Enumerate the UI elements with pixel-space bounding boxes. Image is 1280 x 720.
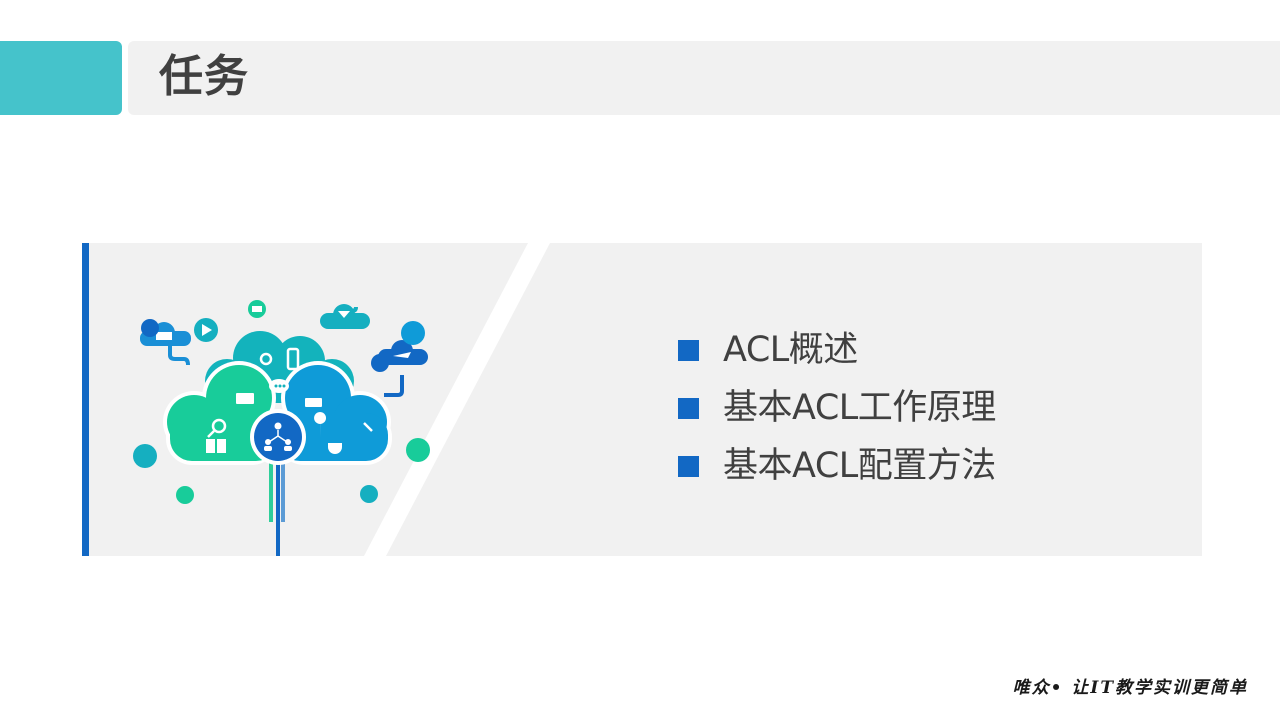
content-panel: ACL概述 基本ACL工作原理 基本ACL配置方法 <box>82 243 1202 556</box>
bullet-square-icon <box>678 455 699 477</box>
task-list: ACL概述 基本ACL工作原理 基本ACL配置方法 <box>678 321 996 495</box>
camera-icon <box>133 444 157 468</box>
location-pin-icon <box>314 412 327 438</box>
gear-icon <box>259 352 273 366</box>
task-list-item: 基本ACL工作原理 <box>678 379 996 437</box>
header-title-bar: 任务 <box>128 41 1280 115</box>
globe-icon <box>176 486 194 504</box>
book-icon <box>206 439 215 453</box>
task-label: 基本ACL配置方法 <box>723 446 996 486</box>
panel-left-accent-bar <box>82 243 89 556</box>
music-note-icon <box>401 321 425 345</box>
network-people-icon <box>254 413 302 461</box>
cutlery-icon <box>360 485 378 503</box>
task-list-item: 基本ACL配置方法 <box>678 437 996 495</box>
wrench-icon <box>363 422 373 432</box>
bullet-square-icon <box>678 339 699 361</box>
header-accent-block <box>0 41 122 115</box>
credit-card-icon <box>305 398 322 407</box>
search-icon <box>211 418 227 434</box>
task-label: 基本ACL工作原理 <box>723 388 996 428</box>
page-title: 任务 <box>159 51 249 102</box>
airplane-cloud-icon <box>378 340 428 365</box>
phone-icon <box>286 347 300 371</box>
bullet-square-icon <box>678 397 699 419</box>
task-list-item: ACL概述 <box>678 321 996 379</box>
car-icon <box>371 354 389 372</box>
task-label: ACL概述 <box>723 330 858 370</box>
footer-slogan: 唯众• 让IT教学实训更简单 <box>1012 678 1248 698</box>
rss-icon <box>406 438 430 462</box>
headphones-icon <box>141 319 159 337</box>
cloud-tree-illustration <box>133 300 430 556</box>
coffee-icon <box>328 443 342 454</box>
green-cloud <box>167 365 278 461</box>
cocktail-cloud-icon <box>320 304 370 329</box>
diagonal-divider-stripe <box>364 243 550 556</box>
briefcase-icon <box>236 393 254 404</box>
